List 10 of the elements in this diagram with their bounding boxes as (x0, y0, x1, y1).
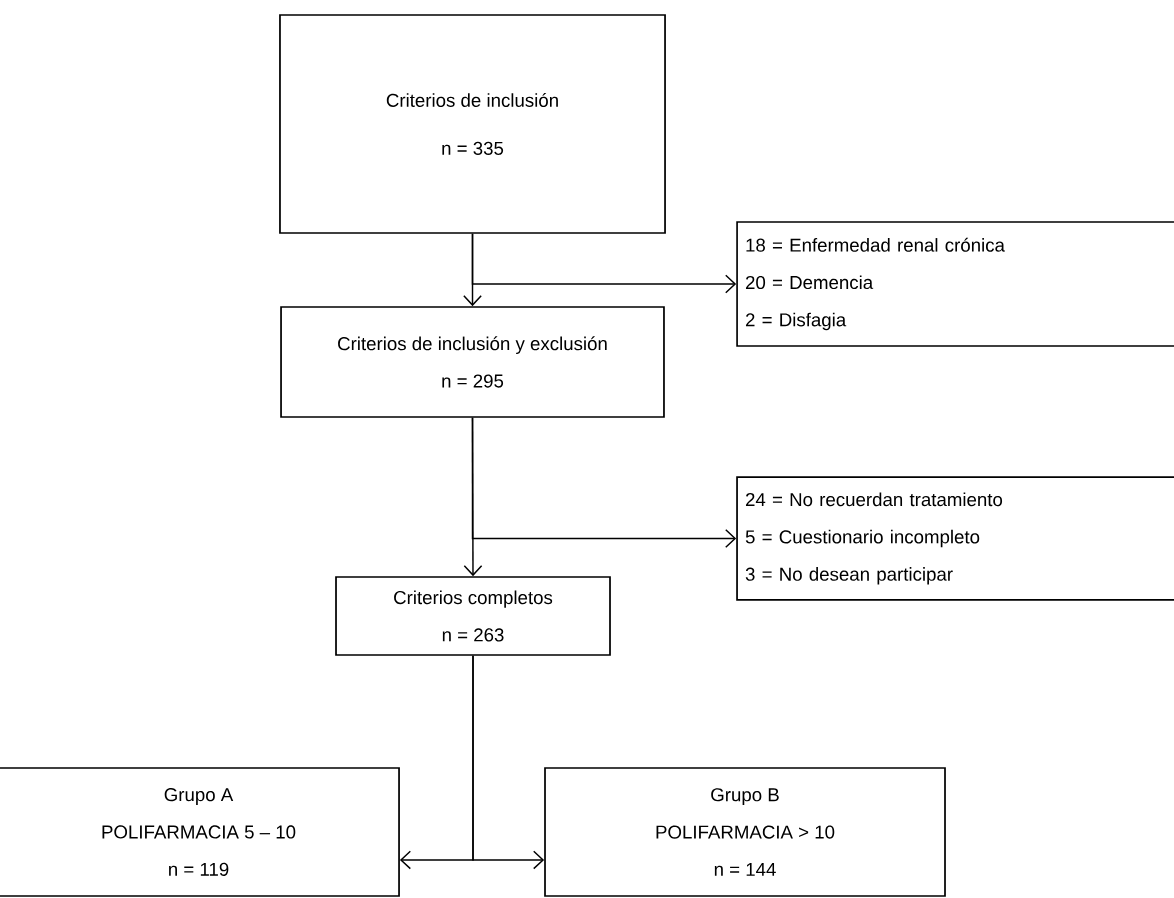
process-box: Criterios completos n = 263 (335, 576, 611, 656)
process-box: Criterios de inclusión y exclusión n = 295 (280, 306, 665, 418)
arrow (472, 655, 545, 870)
group-box: Grupo A POLIFARMACIA 5 – 10 n = 119 (0, 767, 400, 897)
group-box: Grupo B POLIFARMACIA > 10 n = 144 (544, 767, 946, 897)
exclusion-box: 18 = Enfermedad renal crónica 20 = Demencia 2 = Disfagia (736, 221, 1174, 347)
arrow (471, 233, 737, 294)
process-box: Criterios de inclusión n = 335 (279, 14, 666, 234)
exclusion-box: 24 = No recuerdan tratamiento 5 = Cuestionario incompleto 3 = No desean participar (736, 476, 1174, 601)
arrow (471, 417, 737, 548)
